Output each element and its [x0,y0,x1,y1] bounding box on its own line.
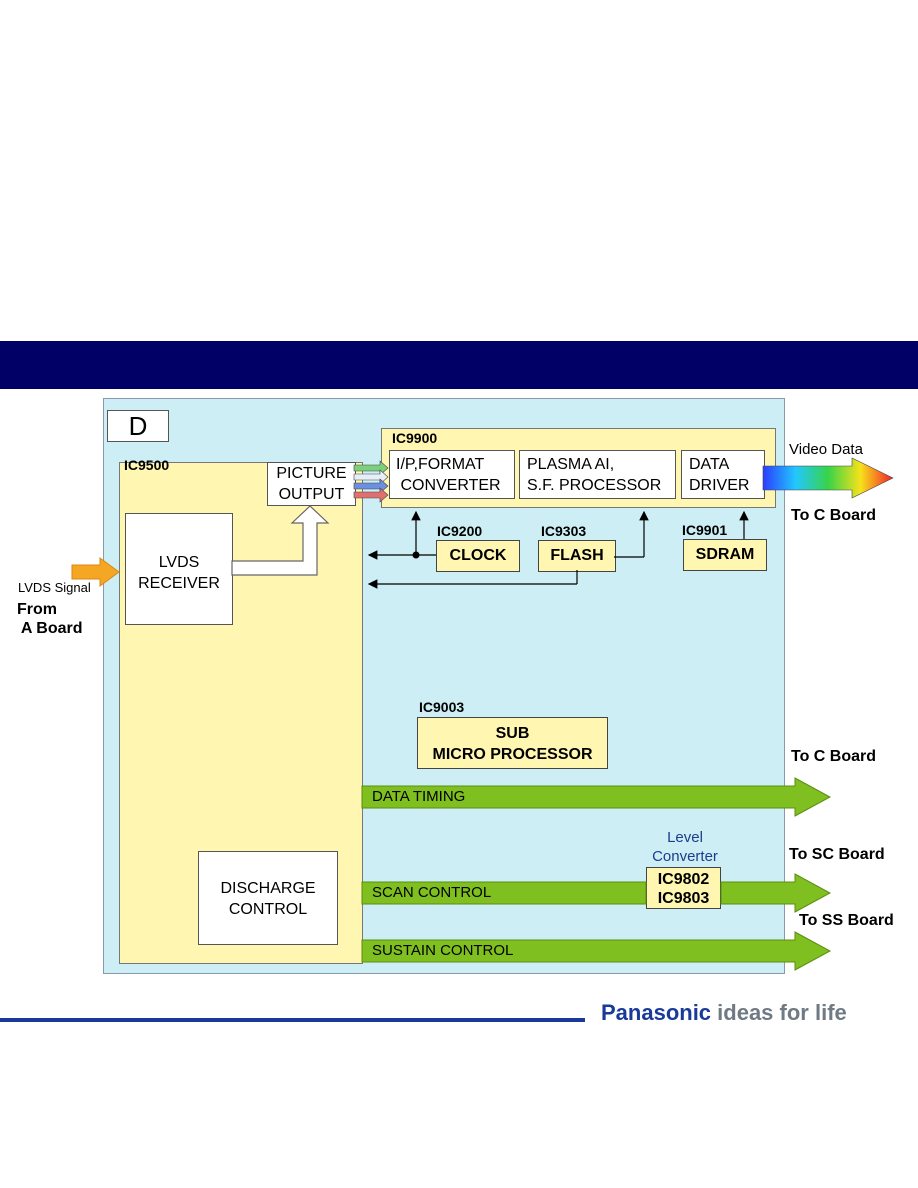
lvds-input-arrow [71,557,120,587]
ic9900-label: IC9900 [392,430,438,446]
scan-control-bus-out [720,873,832,913]
level-converter-ics: IC9802 IC9803 [646,867,721,909]
ic9200-label: IC9200 [437,523,483,539]
panasonic-logo: Panasonic ideas for life [601,1000,847,1026]
rgb-signal-arrows [353,460,389,503]
sustain-control-label: SUSTAIN CONTROL [372,942,514,959]
flash-block: FLASH [538,540,616,572]
to-c-board-label-1: To C Board [791,507,877,524]
ic9901-label: IC9901 [682,522,728,538]
level-converter-label: Level Converter [652,829,718,865]
scan-control-bus [361,881,647,905]
scan-control-label: SCAN CONTROL [372,884,492,901]
plasma-ai-text: PLASMA AI, S.F. PROCESSOR [527,456,662,494]
lvds-signal-label: LVDS Signal [18,580,91,595]
clock-block: CLOCK [436,540,520,572]
ip-format-converter-text: I/P,FORMAT CONVERTER [396,456,501,494]
discharge-control-block: DISCHARGE CONTROL [198,851,338,945]
discharge-control-text: DISCHARGE CONTROL [220,880,316,918]
lvds-receiver-text: LVDS RECEIVER [138,554,220,592]
footer-line [0,1018,585,1022]
sustain-control-bus [361,931,832,971]
receiver-to-output-arrow [231,505,330,576]
clock-lines [367,510,436,560]
sub-micro-processor-block: SUB MICRO PROCESSOR [417,717,608,769]
data-timing-bus [361,777,832,817]
brand-tagline: ideas for life [711,1000,847,1025]
from-a-board-label: From A Board [17,601,83,637]
to-sc-board-label: To SC Board [789,846,885,863]
data-driver-text: DATA DRIVER [689,456,750,494]
to-c-board-label-2: To C Board [791,748,877,765]
flash-lines [367,510,649,589]
video-data-label: Video Data [789,441,863,458]
clock-junction [412,551,420,559]
to-ss-board-label: To SS Board [799,912,894,929]
data-timing-label: DATA TIMING [372,788,466,805]
plasma-ai-block: PLASMA AI, S.F. PROCESSOR [519,450,676,499]
ic9003-label: IC9003 [419,699,465,715]
brand-name: Panasonic [601,1000,712,1025]
ic9500-label: IC9500 [124,457,170,473]
data-driver-block: DATA DRIVER [681,450,765,499]
sdram-block: SDRAM [683,539,767,571]
ic9303-label: IC9303 [541,523,587,539]
picture-output-text: PICTURE OUTPUT [276,465,347,503]
header-bar [0,341,918,389]
video-data-arrow [762,457,894,499]
board-id-label: D [107,410,169,442]
ip-format-converter-block: I/P,FORMAT CONVERTER [389,450,515,499]
